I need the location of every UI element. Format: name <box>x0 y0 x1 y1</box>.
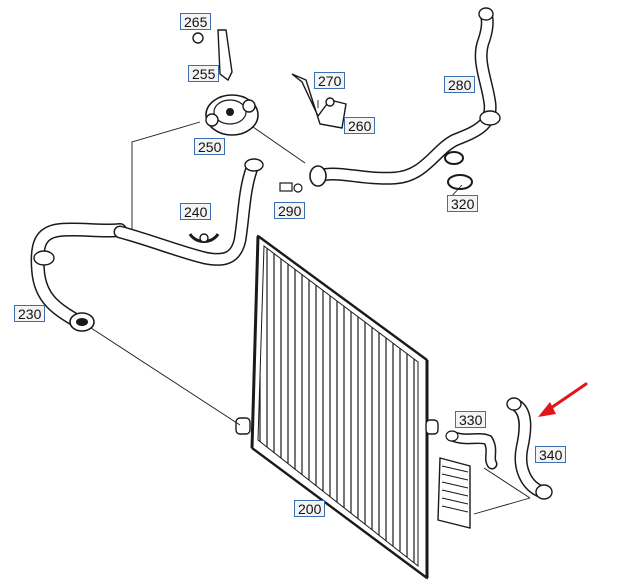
label-270: 270 <box>314 72 346 89</box>
oil-cooler <box>437 457 471 529</box>
label-260: 260 <box>344 117 376 134</box>
hose-280 <box>309 7 501 187</box>
label-240: 240 <box>180 203 212 220</box>
label-265: 265 <box>180 13 212 30</box>
radiator-200 <box>235 234 439 580</box>
label-290: 290 <box>274 202 306 219</box>
hose-main-left <box>113 158 264 266</box>
label-320: 320 <box>447 195 479 212</box>
label-330: 330 <box>455 411 487 428</box>
hose-340 <box>506 397 553 500</box>
label-200: 200 <box>294 500 326 517</box>
label-230: 230 <box>14 305 46 322</box>
bracket-255 <box>192 29 233 82</box>
label-255: 255 <box>188 65 220 82</box>
bracket-260 <box>291 73 347 129</box>
clamp-240 <box>188 233 220 243</box>
hose-330 <box>445 430 498 470</box>
clamp-320 <box>444 151 473 190</box>
label-280: 280 <box>444 76 476 93</box>
label-340: 340 <box>535 446 567 463</box>
hose-230 <box>30 222 127 332</box>
label-250: 250 <box>194 138 226 155</box>
pointer-arrow <box>538 382 588 417</box>
clamp-290 <box>279 182 303 193</box>
pump-250 <box>205 94 259 136</box>
